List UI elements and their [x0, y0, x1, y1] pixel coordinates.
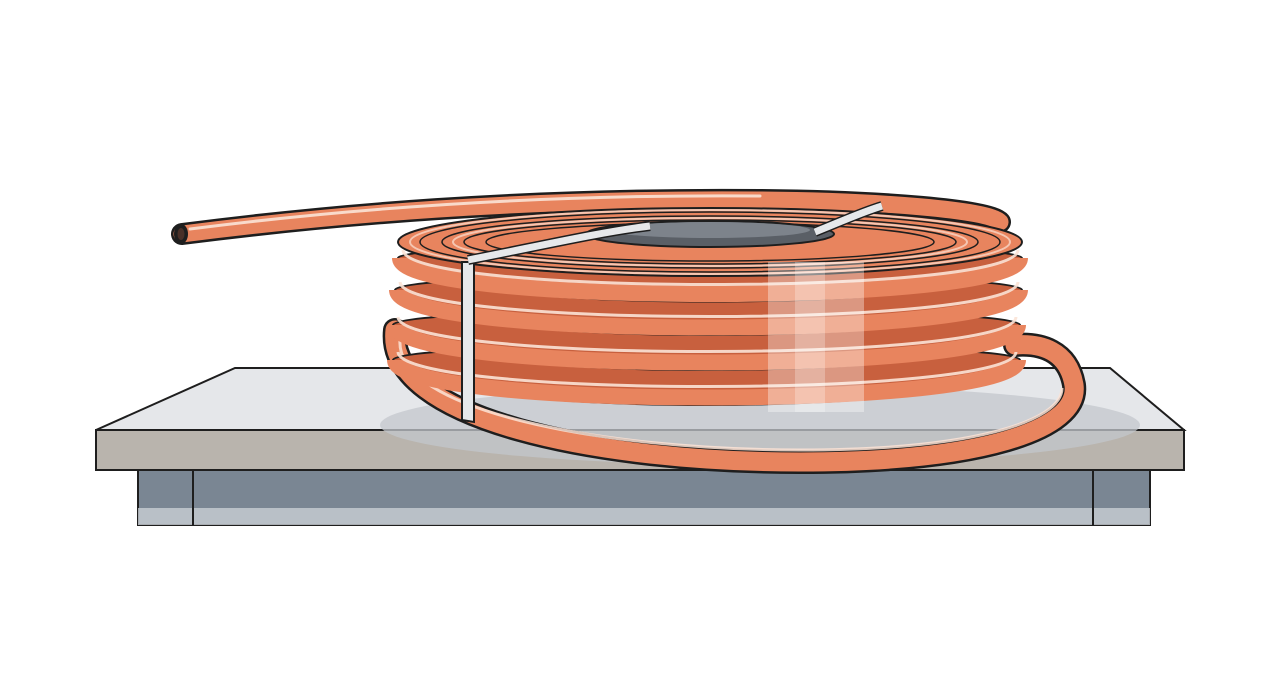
coil-body — [387, 207, 1028, 412]
tube-loose-end — [171, 188, 1011, 245]
wrap-highlight — [768, 262, 864, 412]
coil-strap — [461, 201, 884, 424]
coil-top-face — [397, 207, 1023, 277]
